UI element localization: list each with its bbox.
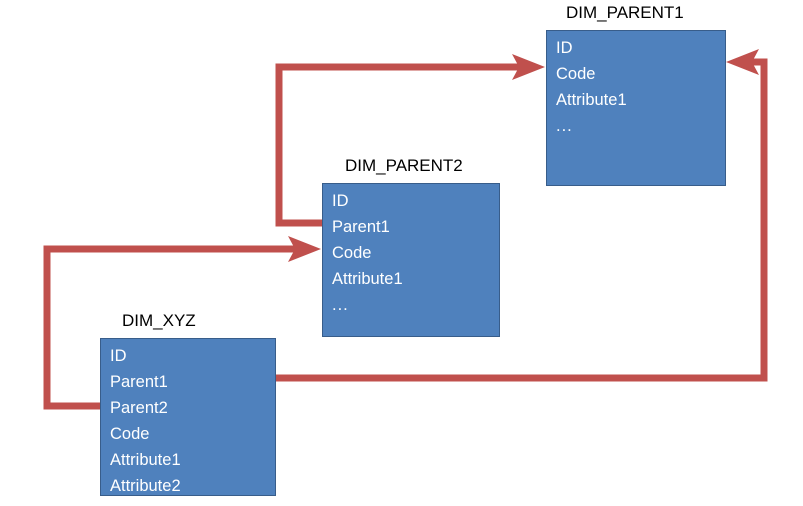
entity-title-dim-xyz: DIM_XYZ <box>122 311 196 330</box>
connector-xyz-parent2-arrowhead <box>288 236 321 262</box>
entity-box-dim-parent2[interactable]: ID Parent1 Code Attribute1 ... <box>322 183 500 337</box>
field-item: Parent1 <box>332 218 390 236</box>
field-item: ID <box>110 347 127 365</box>
field-item: Code <box>556 65 596 83</box>
field-item: Attribute1 <box>110 451 181 469</box>
field-item: Parent1 <box>110 373 168 391</box>
field-item: ID <box>556 39 573 57</box>
field-item: Attribute1 <box>332 270 403 288</box>
field-list-dim-xyz: ID Parent1 Parent2 Code Attribute1 Attri… <box>101 339 275 499</box>
connector-xyz-parent2[interactable] <box>43 236 321 410</box>
field-item: ID <box>332 192 349 210</box>
connector-parent2-parent1-path <box>275 63 519 227</box>
connector-xyz-parent1-path <box>276 58 768 382</box>
connector-xyz-parent1[interactable] <box>276 49 768 382</box>
entity-title-dim-parent1: DIM_PARENT1 <box>566 3 684 22</box>
field-list-dim-parent2: ID Parent1 Code Attribute1 ... <box>323 184 499 318</box>
connector-xyz-parent2-path <box>43 245 295 410</box>
field-item: Attribute1 <box>556 91 627 109</box>
field-item: ... <box>556 117 573 135</box>
connector-xyz-parent1-arrowhead <box>726 49 759 75</box>
entity-box-dim-parent1[interactable]: ID Code Attribute1 ... <box>546 30 726 186</box>
entity-box-dim-xyz[interactable]: ID Parent1 Parent2 Code Attribute1 Attri… <box>100 338 276 496</box>
entity-title-dim-parent2: DIM_PARENT2 <box>345 156 463 175</box>
connector-parent2-parent1-arrowhead <box>512 54 545 80</box>
field-item: ... <box>332 296 349 314</box>
field-item: Attribute2 <box>110 477 181 495</box>
field-item: Parent2 <box>110 399 168 417</box>
connector-parent2-parent1[interactable] <box>275 54 545 227</box>
field-list-dim-parent1: ID Code Attribute1 ... <box>547 31 725 139</box>
field-item: Code <box>332 244 372 262</box>
field-item: Code <box>110 425 150 443</box>
